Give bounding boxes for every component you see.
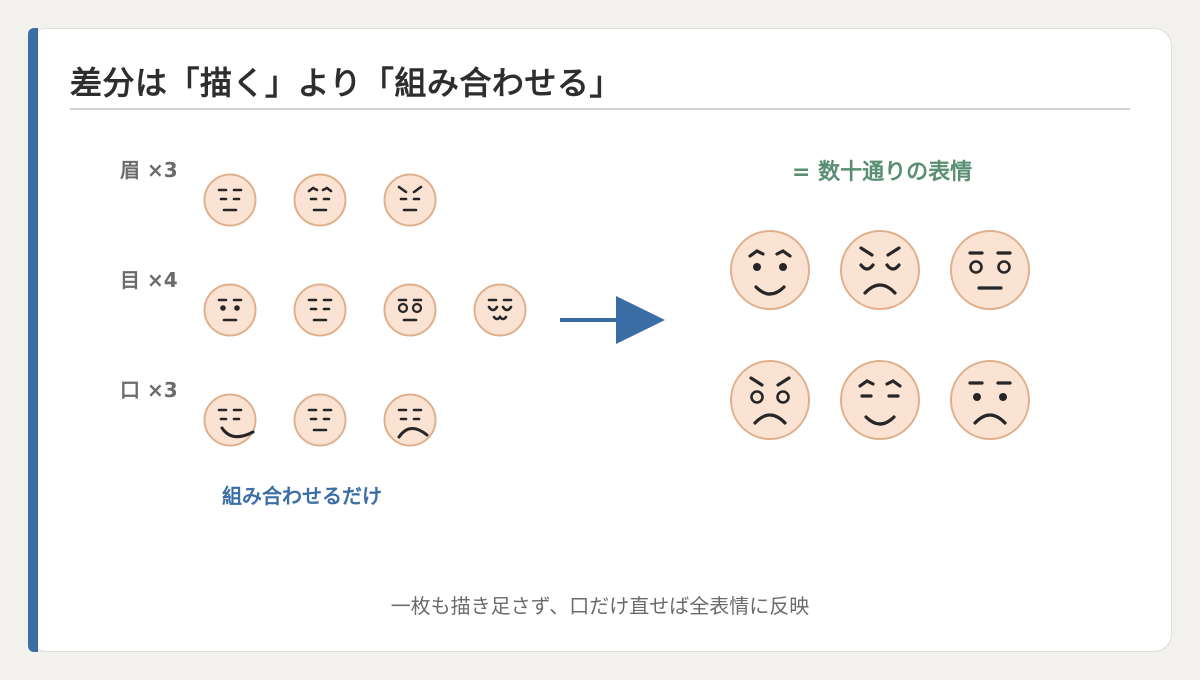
eye-variant-dots-face-icon <box>203 283 257 337</box>
eyebrow-variant-raised-face-icon <box>293 173 347 227</box>
mouth-row-label: 口 ×3 <box>120 378 178 402</box>
slide-card <box>28 28 1172 652</box>
title-divider <box>70 108 1130 110</box>
eyebrow-variant-flat-face-icon <box>203 173 257 227</box>
eyes-row-label: 目 ×4 <box>120 268 178 292</box>
eye-variant-closed-face-icon <box>473 283 527 337</box>
eye-variant-lines-face-icon <box>293 283 347 337</box>
eyebrow-variant-angry-face-icon <box>383 173 437 227</box>
result-label: = 数十通りの表情 <box>792 160 973 185</box>
combine-note: 組み合わせるだけ <box>222 484 382 508</box>
result-sad-face-icon <box>950 360 1030 440</box>
mouth-variant-smile-face-icon <box>203 393 257 447</box>
eye-variant-round-face-icon <box>383 283 437 337</box>
right-arrow-icon <box>560 296 665 344</box>
accent-bar <box>28 28 38 652</box>
eyebrows-row-label: 眉 ×3 <box>120 158 178 182</box>
footnote: 一枚も描き足さず、口だけ直せば全表情に反映 <box>390 594 810 618</box>
result-angry-squint-face-icon <box>840 230 920 310</box>
mouth-variant-frown-face-icon <box>383 393 437 447</box>
result-surprised-face-icon <box>950 230 1030 310</box>
result-happy-face-icon <box>730 230 810 310</box>
slide-title: 差分は「描く」より「組み合わせる」 <box>70 64 622 102</box>
mouth-variant-flat-face-icon <box>293 393 347 447</box>
result-shocked-angry-face-icon <box>730 360 810 440</box>
result-content-face-icon <box>840 360 920 440</box>
